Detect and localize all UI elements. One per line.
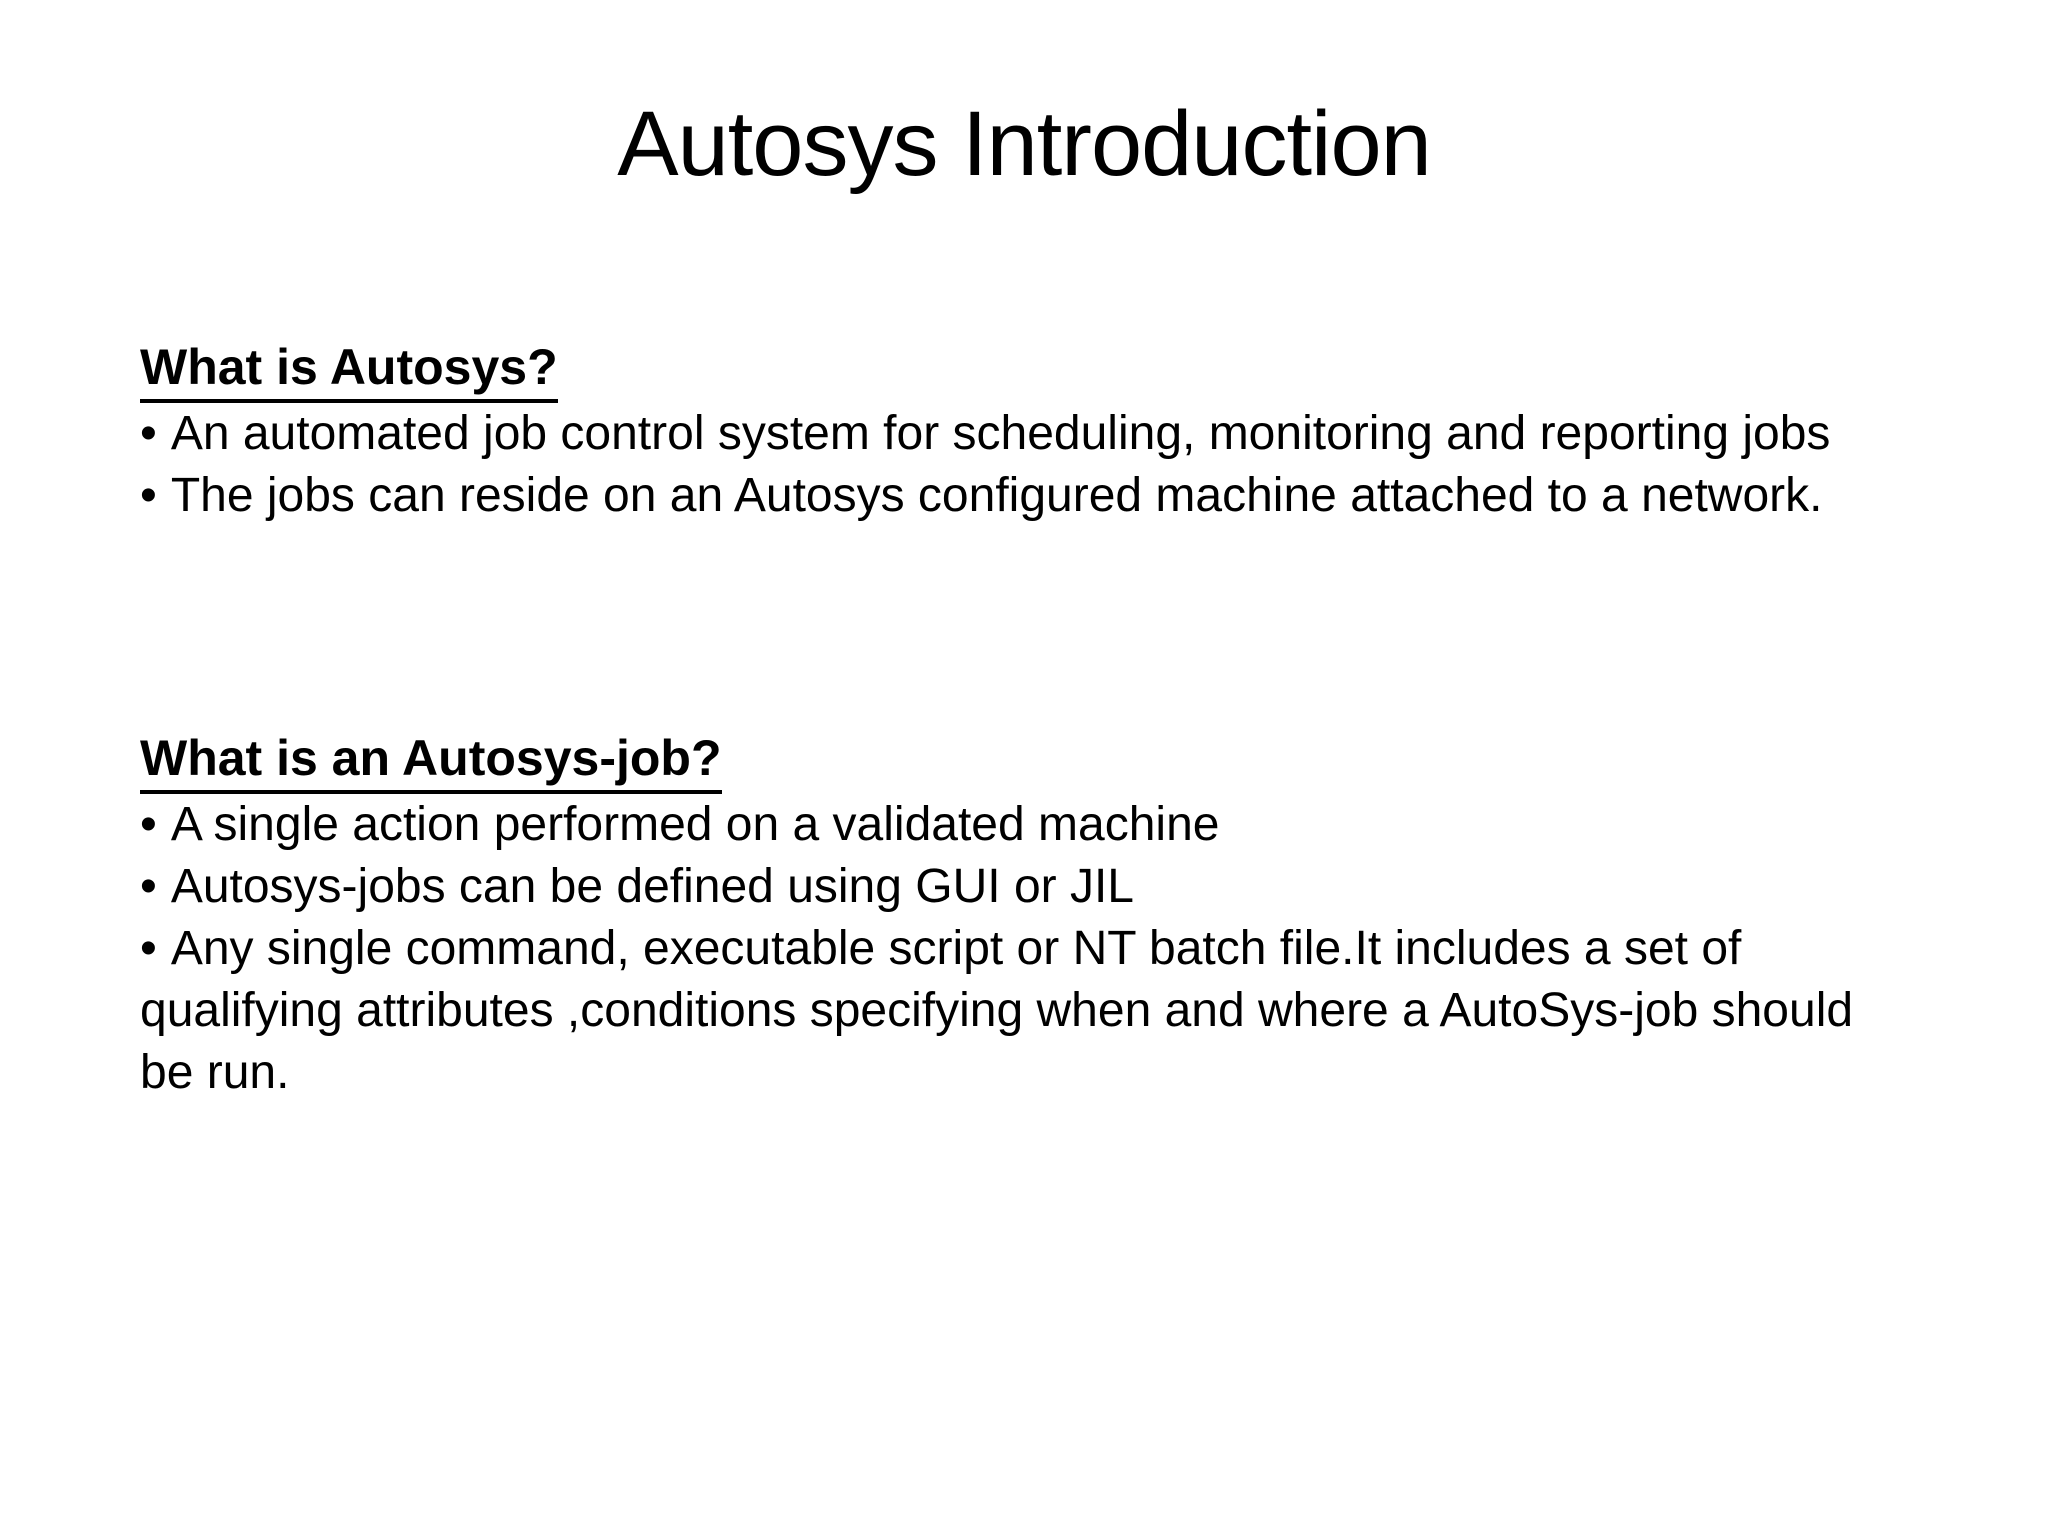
bullet-text: A single action performed on a validated… bbox=[170, 798, 1220, 851]
bullet-list: •A single action performed on a validate… bbox=[140, 794, 1948, 1104]
bullet-text: Any single command, executable script or… bbox=[170, 922, 1742, 975]
section-what-is-autosys: What is Autosys? •An automated job contr… bbox=[140, 336, 1948, 527]
section-what-is-autosys-job: What is an Autosys-job? •A single action… bbox=[140, 727, 1948, 1104]
bullet-line: •Autosys-jobs can be defined using GUI o… bbox=[140, 856, 1948, 918]
bullet-marker: • bbox=[140, 469, 157, 522]
bullet-line: •The jobs can reside on an Autosys confi… bbox=[140, 465, 1948, 527]
bullet-marker: • bbox=[140, 407, 157, 460]
section-heading: What is an Autosys-job? bbox=[140, 727, 722, 794]
bullet-text: An automated job control system for sche… bbox=[170, 407, 1831, 460]
bullet-line: •A single action performed on a validate… bbox=[140, 794, 1948, 856]
section-heading: What is Autosys? bbox=[140, 336, 558, 403]
slide-title: Autosys Introduction bbox=[617, 93, 1432, 195]
bullet-continuation-line: be run. bbox=[140, 1042, 1948, 1104]
bullet-list: •An automated job control system for sch… bbox=[140, 403, 1948, 527]
bullet-continuation-line: qualifying attributes ,conditions specif… bbox=[140, 980, 1948, 1042]
bullet-line: •An automated job control system for sch… bbox=[140, 403, 1948, 465]
bullet-text: The jobs can reside on an Autosys config… bbox=[170, 469, 1823, 522]
bullet-text: Autosys-jobs can be defined using GUI or… bbox=[170, 860, 1134, 913]
bullet-marker: • bbox=[140, 922, 157, 975]
bullet-line: •Any single command, executable script o… bbox=[140, 918, 1948, 980]
bullet-marker: • bbox=[140, 860, 157, 913]
bullet-text: be run. bbox=[140, 1046, 290, 1099]
bullet-text: qualifying attributes ,conditions specif… bbox=[140, 984, 1854, 1037]
bullet-marker: • bbox=[140, 798, 157, 851]
